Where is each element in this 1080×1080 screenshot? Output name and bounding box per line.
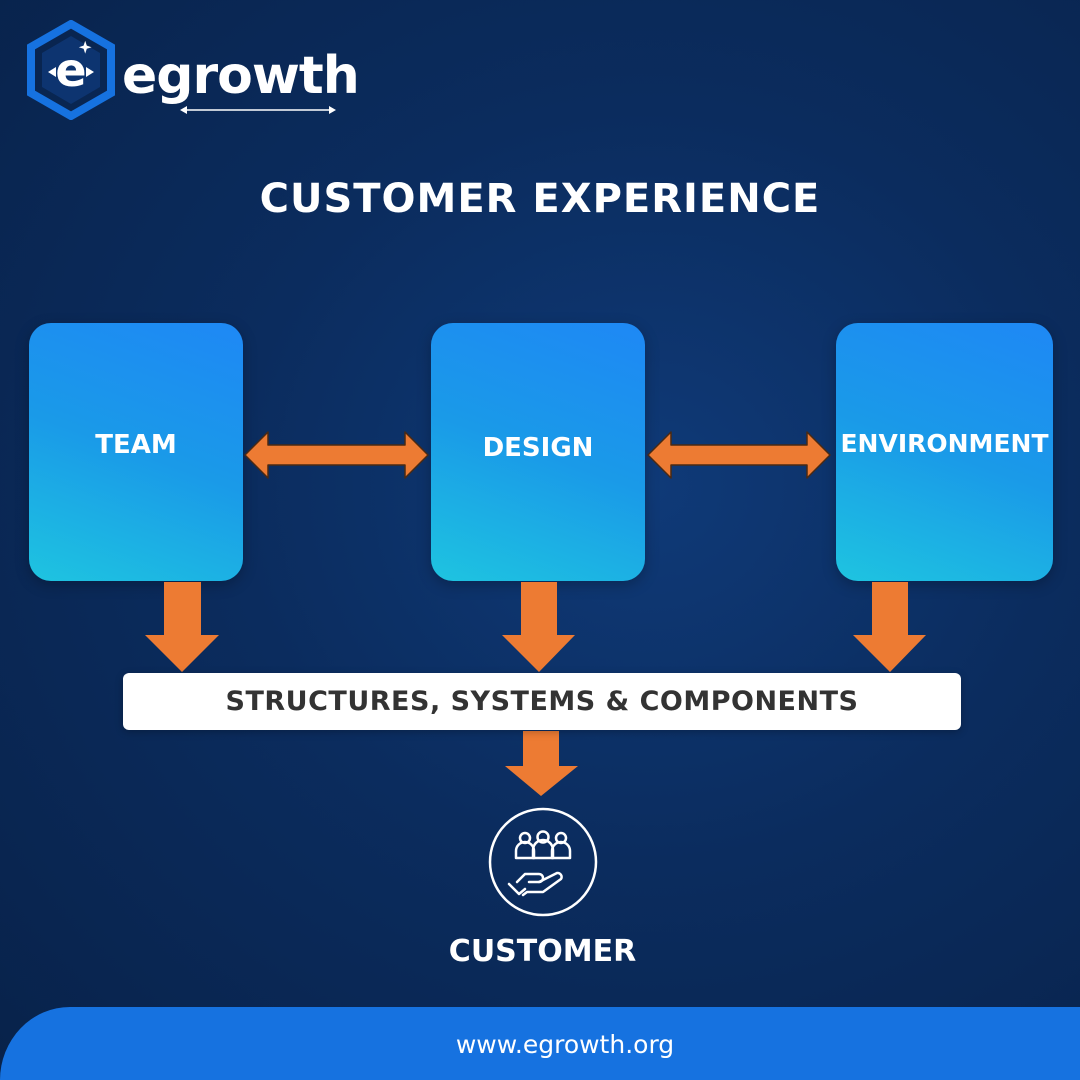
logo-hexagon-icon: e bbox=[27, 20, 115, 120]
arrow-team-design bbox=[244, 431, 429, 479]
node-environment: ENVIRONMENT bbox=[836, 323, 1053, 581]
arrow-team-down bbox=[145, 582, 219, 672]
node-environment-label: ENVIRONMENT bbox=[840, 428, 1049, 458]
logo-letter: e bbox=[55, 43, 86, 97]
node-design-label: DESIGN bbox=[482, 433, 594, 463]
brand-name: egrowth bbox=[122, 46, 360, 106]
arrow-design-down bbox=[502, 582, 575, 672]
footer-band bbox=[0, 1007, 1080, 1080]
customer-care-hand-icon bbox=[488, 807, 598, 917]
egrowth-logo: e egrowth bbox=[26, 20, 360, 120]
node-team-label: TEAM bbox=[95, 430, 177, 460]
arrow-structures-down bbox=[505, 731, 578, 796]
node-design: DESIGN bbox=[431, 323, 645, 581]
arrow-environment-down bbox=[853, 582, 926, 672]
footer-url[interactable]: www.egrowth.org bbox=[455, 1030, 675, 1059]
node-team: TEAM bbox=[29, 323, 243, 581]
logo-underline-arrow-icon bbox=[180, 106, 336, 114]
customer-label: CUSTOMER bbox=[448, 934, 637, 969]
structures-bar: STRUCTURES, SYSTEMS & COMPONENTS bbox=[123, 673, 961, 730]
page-title: CUSTOMER EXPERIENCE bbox=[259, 176, 821, 222]
arrow-design-environment bbox=[647, 431, 831, 479]
